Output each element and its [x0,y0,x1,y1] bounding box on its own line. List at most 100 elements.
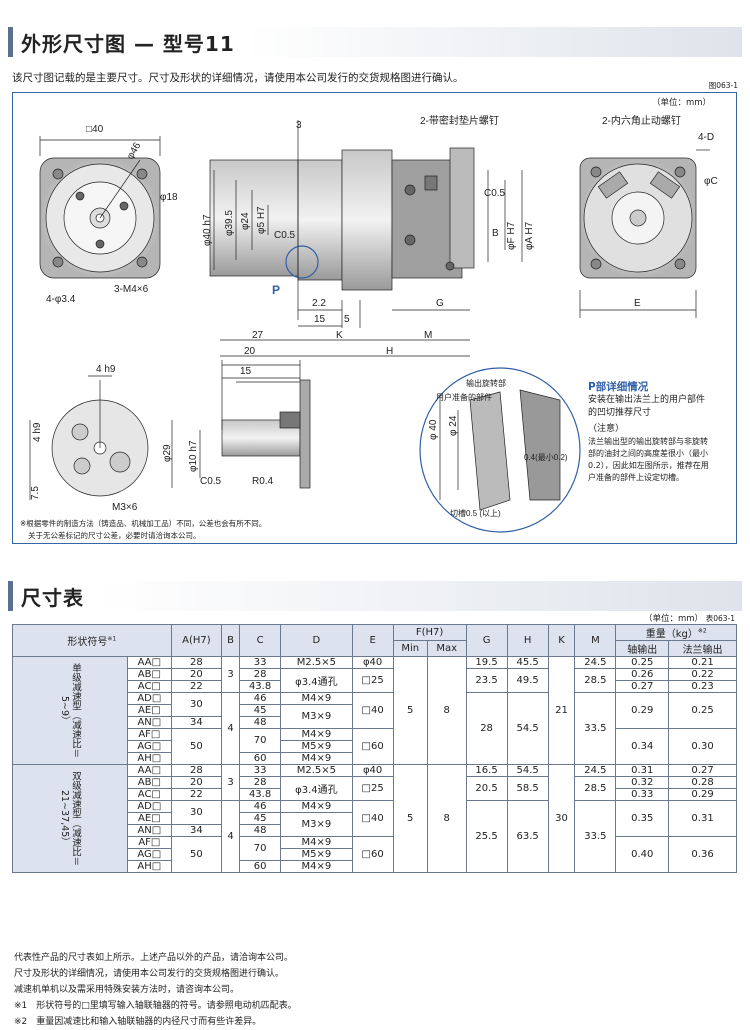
dim-d18: φ18 [160,192,178,203]
cell-w2: 0.28 [668,776,737,789]
cell-code: AE□ [127,704,172,717]
cell-C: 33 [239,656,282,669]
cell-w1: 0.29 [615,692,670,729]
th-M: M [574,624,617,657]
dim-M: M [424,330,432,341]
footer-line: 尺寸及形状的详细情况，请使用本公司发行的交货规格图进行确认。 [14,969,285,979]
cell-D: M4×9 [280,860,353,873]
cell-K: 21 [547,656,576,765]
cell-E: □40 [351,800,394,837]
group-single: 单级减速型（减速比＝5∼9） [12,656,128,765]
cell-A: 30 [170,800,223,825]
cell-D: M3×9 [280,812,353,837]
dim-G: G [436,298,444,309]
cell-code: AB□ [127,668,172,681]
footer-line: ※2 重量因减速比和输入轴联轴器的内径尺寸而有些许差异。 [14,1017,262,1027]
cell-K: 30 [547,764,576,873]
dim-27: 27 [252,330,264,341]
th-code-label: 形状符号 [67,637,108,648]
cell-M: 24.5 [574,656,617,669]
th-code: 形状符号※1 [12,624,172,657]
dim-d10h7: φ10 h7 [188,440,199,472]
table-unit-text: （单位：mm） [644,614,704,624]
sup-mark1: ※1 [107,635,117,643]
cell-H: 54.5 [506,764,549,777]
table-unit: （单位：mm） 表063-1 [644,612,735,624]
dim-2-2: 2.2 [312,298,326,309]
dim-chamfer: 切槽0.5 (以上) [450,508,501,518]
cell-w1: 0.25 [615,656,670,669]
th-F: F(H7) [392,624,467,641]
footer-line: ※1 形状符号的□里填写输入轴联轴器的符号。请参照电动机匹配表。 [14,1001,297,1011]
cell-M: 28.5 [574,668,617,693]
cell-A: 50 [170,836,223,873]
cell-C: 60 [239,860,282,873]
sup-mark2: ※2 [697,627,707,635]
dim-c05b: C0.5 [484,188,506,199]
table-row: AG□ M5×9 [13,740,737,753]
th-C: C [239,624,282,657]
cell-C: 45 [239,704,282,717]
cell-code: AH□ [127,860,172,873]
dim-15: 15 [314,314,326,325]
dim-r04: R0.4 [252,476,274,487]
footer-line: 代表性产品的尺寸表如上所示。上述产品以外的产品，请洽询本公司。 [14,953,294,963]
th-w1: 轴输出 [615,640,670,657]
table-title: 尺寸表 [21,585,84,610]
cell-code: AB□ [127,776,172,789]
th-weight-label: 重量（kg） [645,629,698,640]
cell-G: 23.5 [465,668,508,693]
cell-A: 28 [170,764,223,777]
dim-H: H [386,346,393,357]
table-row: AB□ 20 28 φ3.4通孔 □25 20.5 58.5 28.5 0.32… [13,776,737,801]
cell-w2: 0.36 [668,836,737,873]
cell-C: 28 [239,668,282,681]
cell-H: 45.5 [506,656,549,669]
dim-three: 3 [296,120,302,131]
cell-w1: 0.27 [615,680,670,693]
cell-B: 4 [221,800,241,873]
cell-E: □60 [351,728,394,765]
cell-code: AG□ [127,848,172,861]
cell-M: 24.5 [574,764,617,777]
dim-m3: M3×6 [112,502,138,513]
cell-E: □60 [351,836,394,873]
cell-code: AF□ [127,836,172,849]
cell-E: □25 [351,776,394,801]
th-weight: 重量（kg）※2 [615,624,737,641]
cell-C: 43.8 [239,680,282,693]
cell-fmin: 5 [392,656,428,765]
footer-line: 减速机单机以及需采用特殊安装方法时，请咨询本公司。 [14,985,240,995]
cell-code: AD□ [127,692,172,705]
cell-code: AC□ [127,788,172,801]
cell-w1: 0.31 [615,764,670,777]
dim-K: K [336,330,343,341]
cell-A: 22 [170,788,223,801]
cell-D: M4×9 [280,800,353,813]
cell-C: 45 [239,812,282,825]
table-number: 表063-1 [705,614,736,623]
cell-D: M4×9 [280,836,353,849]
cell-G: 16.5 [465,764,508,777]
p-detail-ellipse [419,367,581,533]
dim-20: 20 [244,346,256,357]
cell-D: M2.5×5 [280,656,353,669]
cell-A: 34 [170,716,223,729]
dimension-table: 形状符号※1 A(H7) B C D E F(H7) G H K M 重量（kg… [12,624,737,873]
th-fmin: Min [392,640,428,657]
cell-w2: 0.30 [668,728,737,765]
cell-C: 43.8 [239,788,282,801]
th-K: K [547,624,576,657]
dim-d39-5: φ39.5 [224,210,235,236]
dim-dF: φF H7 [506,221,517,250]
cell-A: 34 [170,824,223,837]
cell-C: 33 [239,764,282,777]
cell-w1: 0.40 [615,836,670,873]
cell-M: 33.5 [574,800,617,873]
table-row: AF□ 50 70 M4×9 □60 0.40 0.36 [13,836,737,873]
cell-code: AE□ [127,812,172,825]
cell-D: M2.5×5 [280,764,353,777]
cell-B: 4 [221,692,241,765]
p-detail-caution-body: 法兰输出型的输出旋转部与非旋转部的油封之间的高度差很小（最小0.2），因此如左图… [588,437,709,482]
dim-tap: 3-M4×6 [114,284,149,295]
